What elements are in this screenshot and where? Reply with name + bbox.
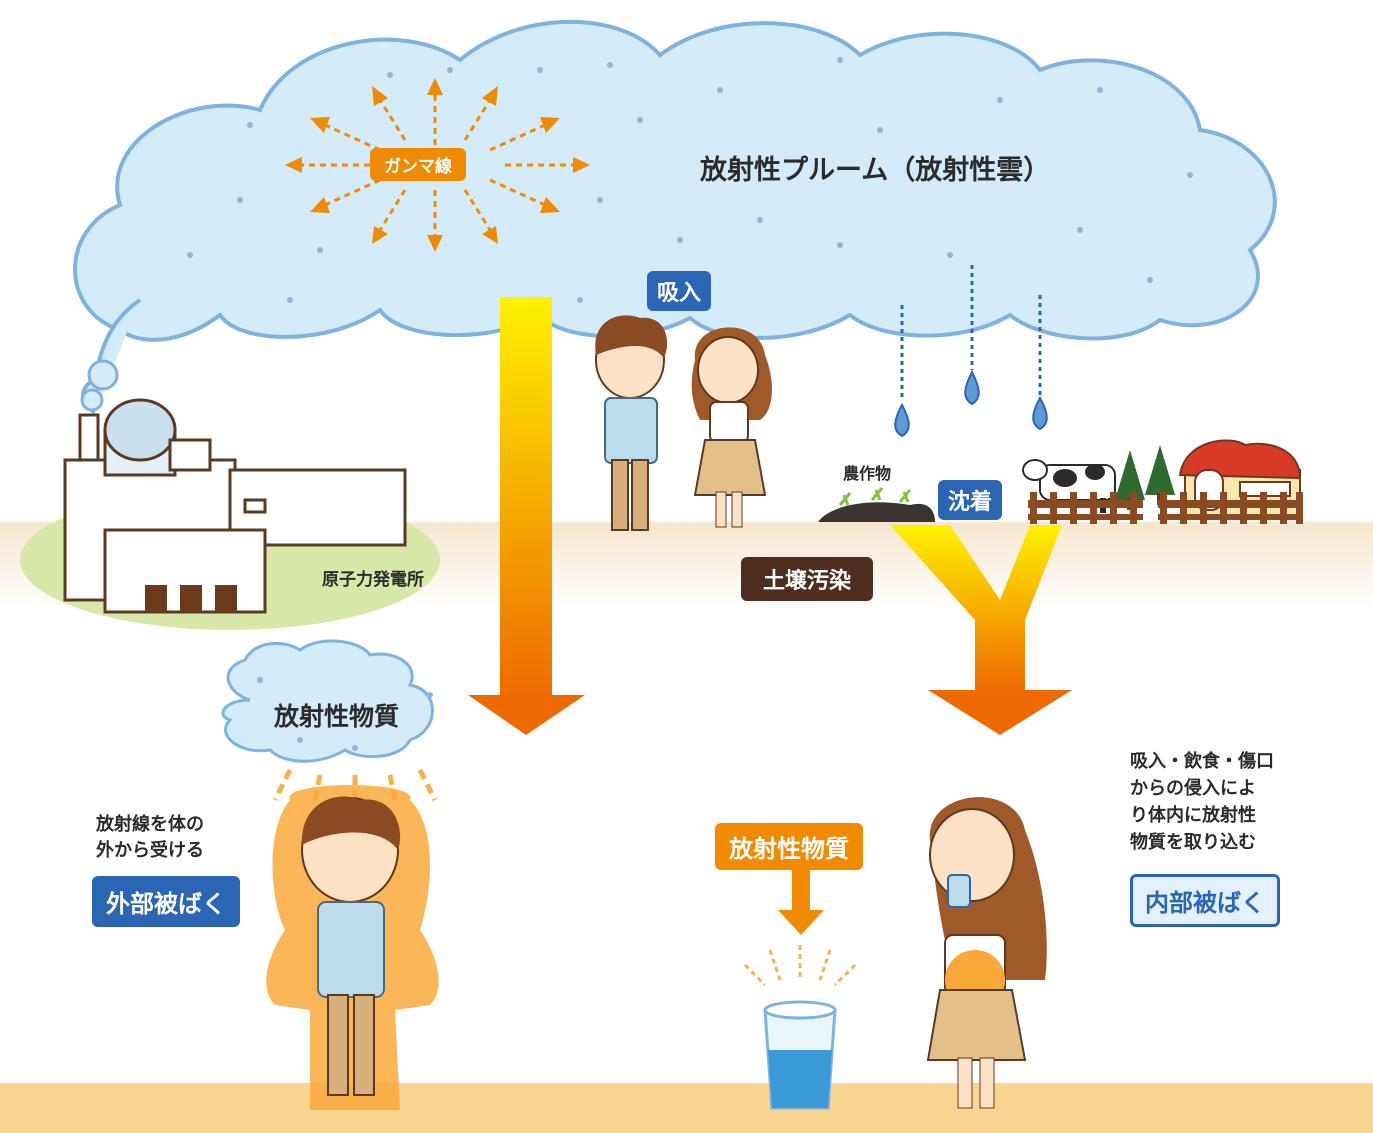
raindrop-icon — [894, 402, 910, 438]
nuclear-plant-icon — [20, 398, 440, 630]
deposition-label: 沈着 — [938, 480, 1003, 520]
crops-label: 農作物 — [843, 464, 892, 483]
soil-label: 土壌汚染 — [741, 557, 874, 601]
gamma-arrows — [285, 78, 590, 252]
external-desc-line1: 放射線を体の — [96, 814, 204, 835]
plant-label: 原子力発電所 — [322, 570, 424, 590]
material-cloud-left — [221, 639, 434, 763]
external-desc: 放射線を体の 外から受ける — [96, 812, 204, 864]
bottom-ground — [0, 1083, 1373, 1133]
internal-desc-line4: 物質を取り込む — [1130, 832, 1256, 853]
plume-cloud — [73, 19, 1277, 414]
raindrop-icon — [964, 369, 980, 406]
fence — [1028, 492, 1303, 524]
internal-desc: 吸入・飲食・傷口 からの侵入によ り体内に放射性 物質を取り込む — [1130, 748, 1274, 856]
raindrop-icon — [1032, 395, 1048, 431]
crops-icon — [818, 487, 935, 522]
material-label-right: 放射性物質 — [715, 823, 863, 870]
gamma-label: ガンマ線 — [370, 148, 466, 181]
internal-desc-line2: からの侵入によ — [1130, 778, 1256, 799]
internal-desc-line3: り体内に放射性 — [1130, 805, 1256, 826]
cow-icon — [1022, 459, 1116, 513]
raindrop-group — [894, 265, 1048, 438]
water-glass-icon — [763, 1000, 837, 1110]
internal-desc-line1: 吸入・飲食・傷口 — [1130, 751, 1274, 772]
inhalation-label: 吸入 — [647, 271, 712, 311]
material-label-left: 放射性物質 — [274, 702, 400, 731]
external-arrow — [468, 297, 585, 735]
material-arrow-right — [778, 862, 824, 935]
external-desc-line2: 外から受ける — [96, 840, 204, 861]
person-girl-icon — [691, 327, 772, 528]
person-boy-external-icon — [266, 785, 439, 1110]
internal-badge: 内部被ばく — [1130, 874, 1280, 927]
person-boy-icon — [595, 315, 668, 531]
farm — [1022, 439, 1303, 524]
plume-label: 放射性プルーム（放射性雲） — [700, 155, 1051, 186]
soil-arrow — [890, 525, 1072, 735]
sparkle-lines — [743, 945, 857, 987]
external-badge: 外部被ばく — [92, 876, 240, 927]
person-girl-internal-icon — [926, 797, 1047, 1109]
